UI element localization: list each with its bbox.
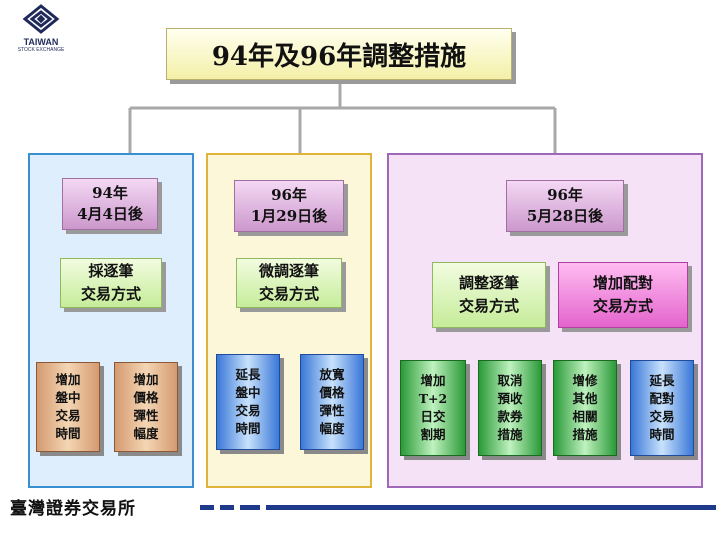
measure-line: 增加 <box>55 372 81 387</box>
method-line: 交易方式 <box>592 297 653 315</box>
measure-line: 增修 <box>572 373 598 388</box>
method-line: 交易方式 <box>458 297 519 315</box>
footer-organization: 臺灣證券交易所 <box>10 499 136 519</box>
measure-line: T+2 <box>418 391 448 406</box>
measure-box: 增加 盤中 交易 時間 <box>36 362 100 452</box>
footer-bar <box>200 505 214 510</box>
measure-line: 措施 <box>572 427 598 442</box>
measure-line: 彈性 <box>319 403 345 418</box>
measure-line: 彈性 <box>133 408 159 423</box>
measure-line: 割期 <box>420 427 446 442</box>
date-line: 96年 <box>547 186 583 204</box>
method-line: 增加配對 <box>592 274 653 292</box>
measure-line: 配對 <box>649 391 675 406</box>
measure-box: 增修 其他 相關 措施 <box>553 360 617 456</box>
date-line: 5月28日後 <box>526 207 604 225</box>
measure-line: 相關 <box>572 409 598 424</box>
measure-line: 日交 <box>420 409 446 424</box>
method-box: 增加配對 交易方式 <box>558 262 688 328</box>
measure-line: 增加 <box>420 373 446 388</box>
measure-box: 延長 盤中 交易 時間 <box>216 354 280 450</box>
measure-line: 款券 <box>497 409 523 424</box>
method-line: 交易方式 <box>80 285 141 303</box>
method-line: 交易方式 <box>258 285 319 303</box>
footer-bar <box>220 505 234 510</box>
footer-bar <box>266 505 716 510</box>
measure-line: 盤中 <box>235 385 261 400</box>
method-box: 採逐筆 交易方式 <box>60 258 162 308</box>
measure-line: 交易 <box>235 403 261 418</box>
method-line: 調整逐筆 <box>458 274 519 292</box>
measure-line: 時間 <box>55 426 81 441</box>
measure-box: 放寬 價格 彈性 幅度 <box>300 354 364 450</box>
measure-line: 交易 <box>55 408 81 423</box>
method-line: 採逐筆 <box>88 262 134 280</box>
measure-line: 幅度 <box>319 421 345 436</box>
date-line: 94年 <box>92 184 128 202</box>
measure-line: 幅度 <box>133 426 159 441</box>
logo-mark-icon <box>22 4 60 34</box>
measure-line: 延長 <box>235 367 261 382</box>
measure-box: 增加 價格 彈性 幅度 <box>114 362 178 452</box>
measure-line: 措施 <box>497 427 523 442</box>
measure-line: 價格 <box>319 385 345 400</box>
date-line: 4月4日後 <box>77 205 143 223</box>
date-box: 96年 5月28日後 <box>506 180 624 232</box>
measure-box: 延長 配對 交易 時間 <box>630 360 694 456</box>
measure-line: 增加 <box>133 372 159 387</box>
date-box: 94年 4月4日後 <box>62 178 158 230</box>
measure-line: 交易 <box>649 409 675 424</box>
date-line: 1月29日後 <box>250 207 328 225</box>
measure-line: 其他 <box>572 391 598 406</box>
page-title: 94年及96年調整措施 <box>166 28 512 80</box>
measure-line: 取消 <box>497 373 523 388</box>
date-box: 96年 1月29日後 <box>234 180 344 232</box>
logo-subtitle: STOCK EXCHANGE <box>17 47 65 53</box>
measure-line: 放寬 <box>319 367 345 382</box>
measure-line: 延長 <box>649 373 675 388</box>
measure-line: 預收 <box>497 391 523 406</box>
method-box: 調整逐筆 交易方式 <box>432 262 546 328</box>
measure-box: 取消 預收 款券 措施 <box>478 360 542 456</box>
footer-bar <box>240 505 260 510</box>
logo: TAIWAN STOCK EXCHANGE <box>14 4 68 53</box>
logo-brand: TAIWAN <box>23 37 59 47</box>
measure-line: 價格 <box>133 390 159 405</box>
measure-box: 增加 T+2 日交 割期 <box>400 360 466 456</box>
measure-line: 時間 <box>649 427 675 442</box>
method-box: 微調逐筆 交易方式 <box>236 258 342 308</box>
measure-line: 盤中 <box>55 390 81 405</box>
method-line: 微調逐筆 <box>258 262 319 280</box>
measure-line: 時間 <box>235 421 261 436</box>
date-line: 96年 <box>271 186 307 204</box>
